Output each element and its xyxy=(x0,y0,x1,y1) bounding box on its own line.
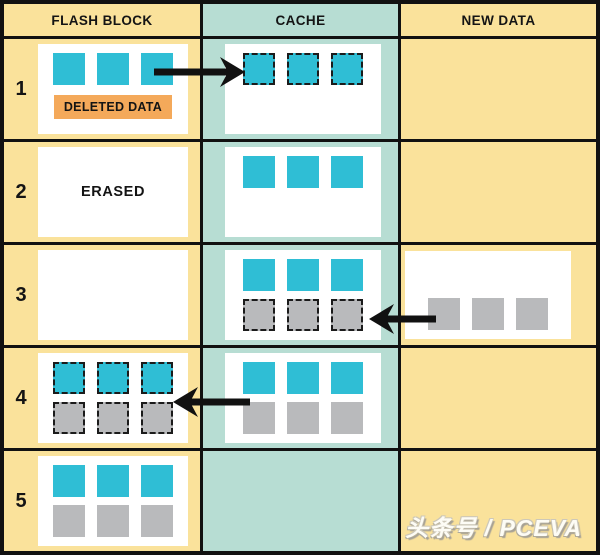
cyan-square xyxy=(97,465,129,497)
row-number: 4 xyxy=(15,386,27,409)
squares-row xyxy=(243,53,363,85)
header-flash-block-label: FLASH BLOCK xyxy=(51,12,153,28)
new-data-cell-row4 xyxy=(401,348,596,448)
gray-square xyxy=(287,402,319,434)
squares-row xyxy=(53,465,173,497)
cache-cell-row3 xyxy=(203,245,398,345)
flash-panel-3 xyxy=(38,250,188,340)
row-number: 5 xyxy=(15,489,27,512)
squares-row xyxy=(243,402,363,434)
new-data-panel-3 xyxy=(405,251,571,339)
cyan-square xyxy=(331,156,363,188)
gray-square xyxy=(428,298,460,330)
cyan-square xyxy=(287,362,319,394)
squares-row xyxy=(243,362,363,394)
header-flash-block: FLASH BLOCK xyxy=(4,4,200,36)
flash-cell-row4: 4 xyxy=(4,348,200,448)
gray-dashed-square xyxy=(53,402,85,434)
cyan-dashed-square xyxy=(331,53,363,85)
flash-panel-4 xyxy=(38,353,188,443)
cache-panel-2 xyxy=(225,147,381,237)
gray-square xyxy=(141,505,173,537)
new-data-cell-row3 xyxy=(401,245,596,345)
flash-panel-2: ERASED xyxy=(38,147,188,237)
gray-square xyxy=(472,298,504,330)
squares-row xyxy=(428,298,548,330)
gray-dashed-square xyxy=(331,299,363,331)
gray-dashed-square xyxy=(97,402,129,434)
cyan-dashed-square xyxy=(53,362,85,394)
row-number: 1 xyxy=(15,77,27,100)
gray-square xyxy=(53,505,85,537)
header-new-data: NEW DATA xyxy=(401,4,596,36)
flash-cell-row1: 1 DELETED DATA xyxy=(4,39,200,139)
gray-dashed-square xyxy=(287,299,319,331)
cyan-square xyxy=(243,259,275,291)
cache-cell-row4 xyxy=(203,348,398,448)
squares-row xyxy=(53,402,173,434)
deleted-data-tag: DELETED DATA xyxy=(53,95,173,119)
flash-cell-row2: 2 ERASED xyxy=(4,142,200,242)
new-data-cell-row5 xyxy=(401,451,596,551)
cyan-square xyxy=(53,465,85,497)
flash-cell-row3: 3 xyxy=(4,245,200,345)
arrow-left-icon xyxy=(368,303,436,335)
cyan-square xyxy=(287,259,319,291)
cyan-square xyxy=(141,465,173,497)
cyan-dashed-square xyxy=(287,53,319,85)
squares-row xyxy=(243,156,363,188)
gray-square xyxy=(516,298,548,330)
gray-square xyxy=(97,505,129,537)
squares-row xyxy=(53,53,173,85)
header-cache-label: CACHE xyxy=(275,12,326,28)
cyan-square xyxy=(243,362,275,394)
erased-label: ERASED xyxy=(80,184,146,200)
cache-cell-row2 xyxy=(203,142,398,242)
cyan-square xyxy=(97,53,129,85)
cache-panel-1 xyxy=(225,44,381,134)
gray-dashed-square xyxy=(243,299,275,331)
flash-panel-5 xyxy=(38,456,188,546)
header-new-data-label: NEW DATA xyxy=(461,12,536,28)
cyan-dashed-square xyxy=(97,362,129,394)
cyan-square xyxy=(331,362,363,394)
flash-panel-1: DELETED DATA xyxy=(38,44,188,134)
new-data-cell-row1 xyxy=(401,39,596,139)
arrow-left-icon xyxy=(172,386,250,418)
cache-panel-3 xyxy=(225,250,381,340)
row-number: 3 xyxy=(15,283,27,306)
gray-dashed-square xyxy=(141,402,173,434)
row-number: 2 xyxy=(15,180,27,203)
flash-cell-row5: 5 xyxy=(4,451,200,551)
cyan-square xyxy=(53,53,85,85)
cyan-square xyxy=(243,156,275,188)
watermark: 头条号 / PCEVA xyxy=(405,515,582,541)
header-cache: CACHE xyxy=(203,4,398,36)
cyan-square xyxy=(287,156,319,188)
squares-row xyxy=(243,259,363,291)
arrow-right-icon xyxy=(154,56,246,88)
new-data-cell-row2 xyxy=(401,142,596,242)
cache-cell-row1 xyxy=(203,39,398,139)
cyan-square xyxy=(331,259,363,291)
cyan-dashed-square xyxy=(243,53,275,85)
gray-square xyxy=(331,402,363,434)
squares-row xyxy=(243,299,363,331)
cache-cell-row5 xyxy=(203,451,398,551)
squares-row xyxy=(53,505,173,537)
cache-panel-4 xyxy=(225,353,381,443)
gray-square xyxy=(243,402,275,434)
cyan-dashed-square xyxy=(141,362,173,394)
squares-row xyxy=(53,362,173,394)
